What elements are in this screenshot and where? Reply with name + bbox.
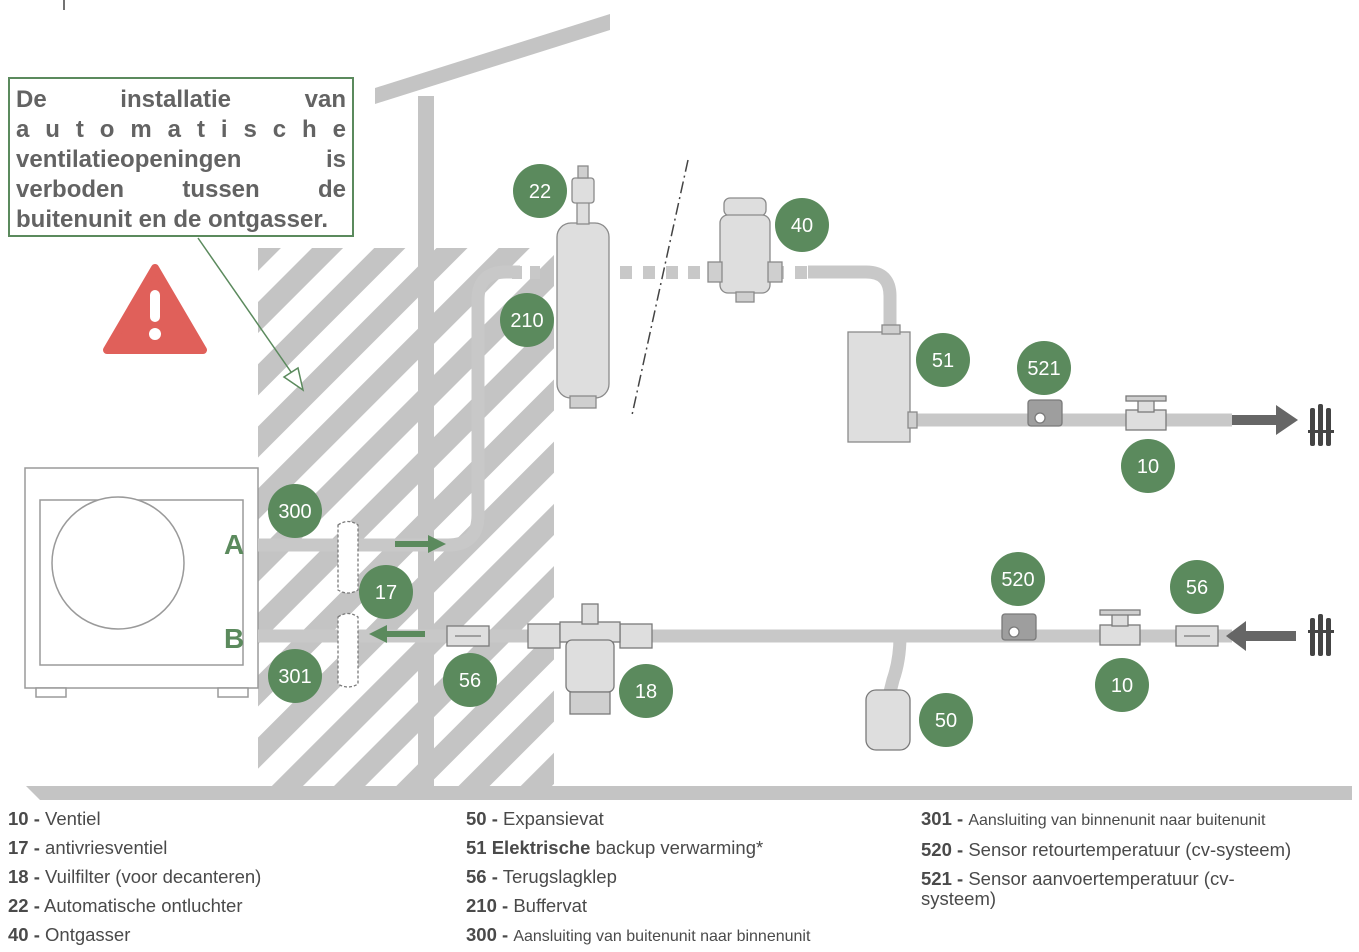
- svg-text:17: 17: [375, 582, 397, 604]
- legend-item: 51 Elektrische backup verwarming*: [466, 837, 764, 858]
- legend-item: 22 - Automatische ontluchter: [8, 895, 243, 916]
- sensor-return: [1001, 613, 1037, 641]
- badge-521: 521: [1017, 341, 1071, 395]
- callout-pointer: [197, 237, 305, 392]
- return-arrow: [1226, 621, 1296, 651]
- svg-text:56: 56: [459, 670, 481, 692]
- check-valve-right: [1175, 625, 1219, 647]
- warning-line-5: buitenunit en de ontgasser.: [16, 206, 329, 233]
- legend-item: 10 - Ventiel: [8, 808, 101, 829]
- badge-50: 50: [919, 693, 973, 747]
- svg-text:40: 40: [791, 215, 813, 237]
- expansion-vessel: [865, 689, 911, 751]
- svg-text:10: 10: [1111, 675, 1133, 697]
- electric-backup-heater: [847, 324, 918, 443]
- port-a-label: A: [224, 529, 244, 560]
- legend-item: 56 - Terugslagklep: [466, 866, 617, 887]
- badge-40: 40: [775, 198, 829, 252]
- badge-10-top: 10: [1121, 439, 1175, 493]
- valve-top: [1125, 395, 1167, 431]
- svg-text:50: 50: [935, 710, 957, 732]
- radiator-icon-supply: [1308, 404, 1334, 446]
- ground: [26, 786, 1352, 800]
- separator-line: [631, 159, 689, 416]
- legend-column-3: 301 - Aansluiting van binnenunit naar bu…: [921, 804, 1351, 909]
- buffer-tank: [556, 201, 610, 409]
- dirt-filter: [527, 603, 653, 715]
- legend-item: 300 - Aansluiting van buitenunit naar bi…: [466, 924, 811, 945]
- svg-text:520: 520: [1001, 569, 1034, 591]
- svg-text:300: 300: [278, 501, 311, 523]
- check-valve-left: [446, 625, 490, 647]
- legend-item: 18 - Vuilfilter (voor decanteren): [8, 866, 262, 887]
- sensor-supply: [1027, 399, 1063, 427]
- badge-56-left: 56: [443, 653, 497, 707]
- legend-item: 301 - Aansluiting van binnenunit naar bu…: [921, 808, 1266, 829]
- degasser: [707, 197, 783, 303]
- valve-bottom: [1099, 609, 1141, 646]
- legend-item: 521 - Sensor aanvoertemperatuur (cv-syst…: [921, 868, 1235, 909]
- badge-301: 301: [268, 649, 322, 703]
- svg-text:56: 56: [1186, 577, 1208, 599]
- legend-item: 520 - Sensor retourtemperatuur (cv-syste…: [921, 839, 1292, 860]
- svg-text:210: 210: [510, 310, 543, 332]
- radiator-icon-return: [1308, 614, 1334, 656]
- badge-51: 51: [916, 333, 970, 387]
- badge-210: 210: [500, 293, 554, 347]
- legend-item: 50 - Expansievat: [466, 808, 604, 829]
- supply-arrow: [1232, 405, 1298, 435]
- svg-text:10: 10: [1137, 456, 1159, 478]
- roof: [375, 14, 610, 104]
- outdoor-unit: [24, 467, 259, 698]
- flow-arrow-a: [395, 535, 446, 553]
- port-b-label: B: [224, 623, 244, 654]
- svg-text:51: 51: [932, 350, 954, 372]
- badge-56-right: 56: [1170, 560, 1224, 614]
- legend-item: 40 - Ontgasser: [8, 924, 131, 945]
- installation-diagram: A B: [24, 0, 1352, 800]
- wall-post: [418, 96, 434, 788]
- badge-520: 520: [991, 552, 1045, 606]
- svg-text:18: 18: [635, 681, 657, 703]
- number-badges: 22 40 210 51 521 10 300 17 301 56 18 520…: [268, 164, 1224, 747]
- svg-text:22: 22: [529, 181, 551, 203]
- flow-arrow-b: [369, 625, 425, 643]
- badge-17: 17: [359, 565, 413, 619]
- legend-column-2: 50 - Expansievat 51 Elektrische backup v…: [466, 804, 810, 951]
- badge-10-bottom: 10: [1095, 658, 1149, 712]
- auto-air-vent: [571, 165, 595, 204]
- svg-text:521: 521: [1027, 358, 1060, 380]
- legend-column-1: 10 - Ventiel 17 - antivriesventiel 18 - …: [8, 804, 261, 949]
- badge-300: 300: [268, 484, 322, 538]
- svg-text:301: 301: [278, 666, 311, 688]
- badge-18: 18: [619, 664, 673, 718]
- badge-22: 22: [513, 164, 567, 218]
- warning-icon: [103, 264, 207, 354]
- legend-item: 17 - antivriesventiel: [8, 837, 168, 858]
- antifreeze-valves: [337, 520, 359, 688]
- legend-item: 210 - Buffervat: [466, 895, 588, 916]
